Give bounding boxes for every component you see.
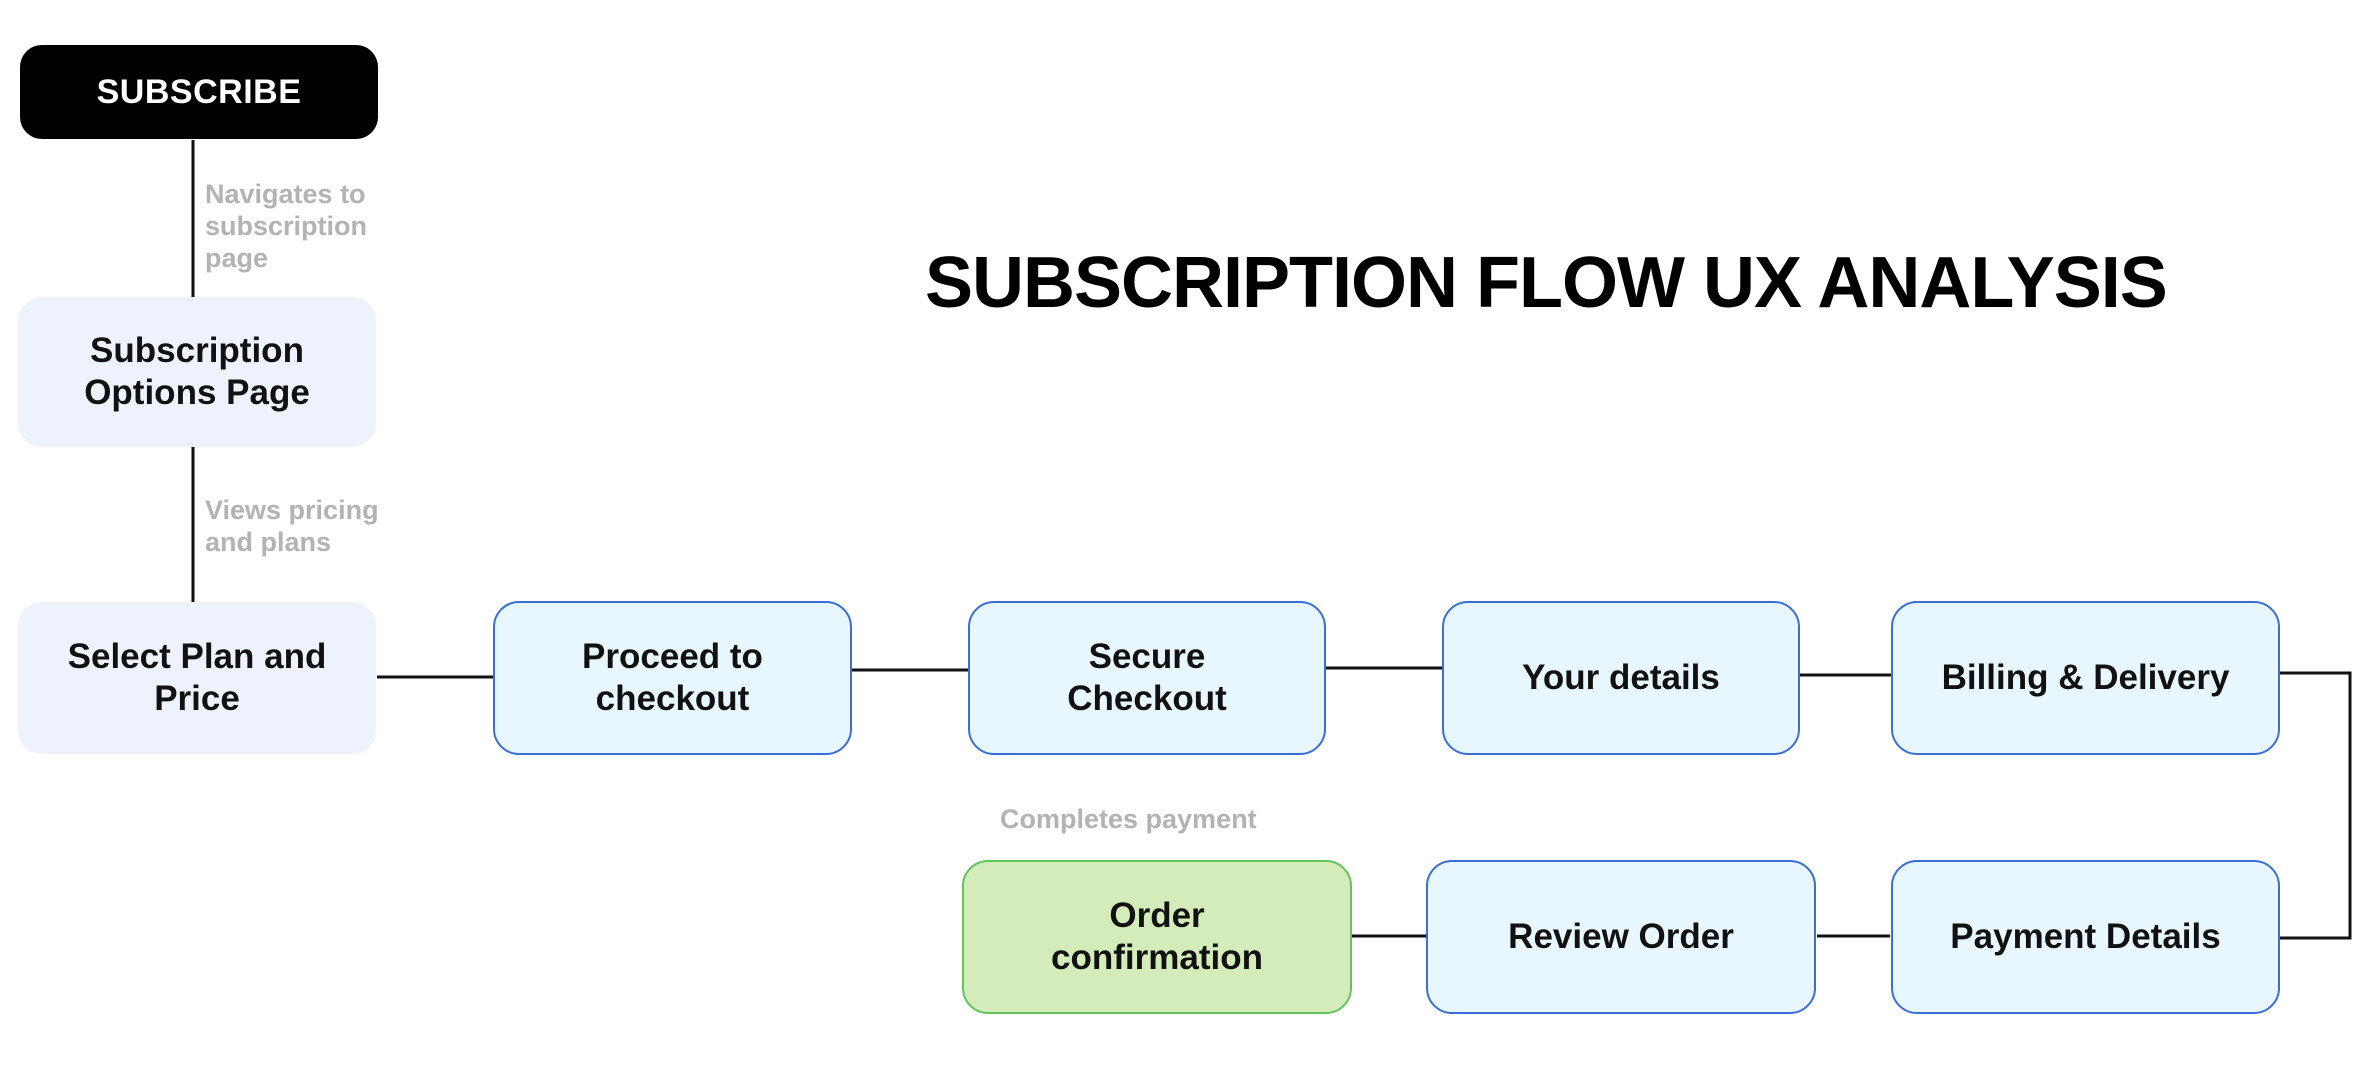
billing-delivery-node: Billing & Delivery: [1891, 601, 2280, 755]
edge-label-navigates: Navigates to subscription page: [205, 179, 368, 273]
select-plan-node: Select Plan and Price: [18, 602, 376, 754]
subscription-options-node: Subscription Options Page: [18, 297, 376, 447]
review-order-node: Review Order: [1426, 860, 1816, 1014]
review-order-label: Review Order: [1508, 917, 1734, 956]
select-plan-label: Select Plan and Price: [67, 637, 327, 718]
your-details-label: Your details: [1522, 658, 1720, 697]
edge-label-views-pricing: Views pricing and plans: [205, 495, 379, 557]
order-confirmation-node: Order confirmation: [962, 860, 1352, 1014]
proceed-checkout-label: Proceed to checkout: [582, 637, 763, 718]
subscribe-node: SUBSCRIBE: [20, 45, 378, 139]
proceed-checkout-node: Proceed to checkout: [493, 601, 852, 755]
secure-checkout-node: Secure Checkout: [968, 601, 1326, 755]
edge-label-completes-payment: Completes payment: [1000, 804, 1257, 834]
payment-details-label: Payment Details: [1950, 917, 2221, 956]
page-title: SUBSCRIPTION FLOW UX ANALYSIS: [925, 243, 2168, 323]
subscription-options-label: Subscription Options Page: [84, 331, 310, 412]
connector-billing-to-payment: [2280, 671, 2352, 940]
order-confirmation-label: Order confirmation: [1051, 896, 1263, 977]
subscribe-node-label: SUBSCRIBE: [96, 73, 302, 111]
secure-checkout-label: Secure Checkout: [1067, 637, 1227, 718]
billing-delivery-label: Billing & Delivery: [1941, 658, 2230, 697]
your-details-node: Your details: [1442, 601, 1800, 755]
payment-details-node: Payment Details: [1891, 860, 2280, 1014]
